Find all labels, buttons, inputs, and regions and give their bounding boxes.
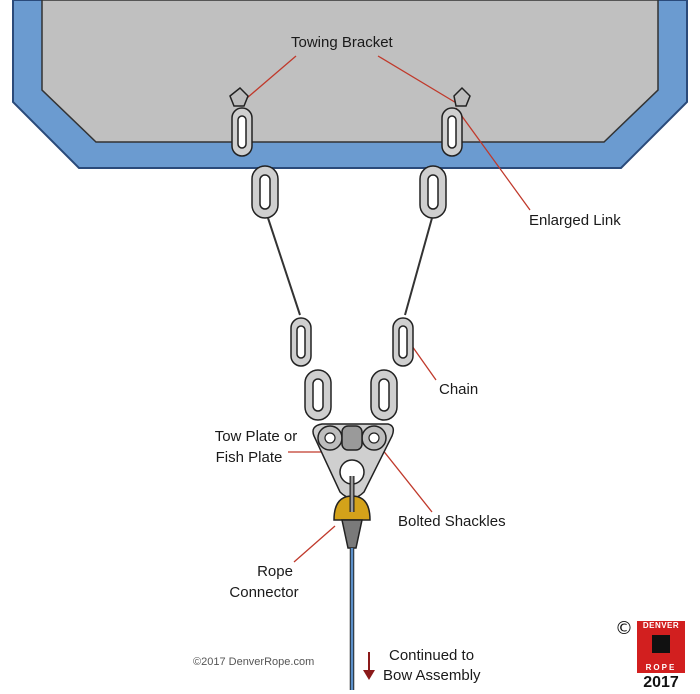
towing-bracket-right <box>453 86 471 107</box>
shackle-bolt <box>341 425 363 451</box>
chain-lower-left <box>290 317 332 421</box>
label-rope-connector: Rope Connector <box>216 563 312 601</box>
leader-lines <box>239 55 531 563</box>
down-arrow-icon <box>363 652 375 680</box>
chain-upper-left <box>231 107 279 219</box>
label-tow-plate-line2: Fish Plate <box>215 449 283 466</box>
rope-connector <box>333 476 371 549</box>
label-tow-plate-line1: Tow Plate or <box>214 428 298 445</box>
label-continued-line2: Bow Assembly <box>383 667 481 684</box>
label-rope-connector-line1: Rope <box>257 563 293 580</box>
chain-upper-right <box>419 107 463 219</box>
wire-right <box>404 217 433 316</box>
label-enlarged-link: Enlarged Link <box>529 212 621 229</box>
logo-bottom-text: ROPE <box>645 663 677 672</box>
label-rope-connector-line2: Connector <box>229 584 299 601</box>
copyright-symbol-icon: © <box>615 618 633 639</box>
label-tow-plate: Tow Plate or Fish Plate <box>206 428 306 466</box>
vessel-inner-panel <box>41 0 659 143</box>
towing-bracket-left <box>229 86 249 107</box>
logo-year: 2017 <box>643 674 679 691</box>
wire-left <box>267 217 301 316</box>
label-continued: Continued to Bow Assembly <box>383 647 481 684</box>
tow-plate <box>312 423 395 499</box>
label-towing-bracket: Towing Bracket <box>291 34 393 51</box>
logo-black-square <box>652 635 670 653</box>
label-bolted-shackles: Bolted Shackles <box>398 513 506 530</box>
logo-top-text: DENVER <box>642 621 680 630</box>
label-chain: Chain <box>439 381 479 398</box>
copyright-text: ©2017 DenverRope.com <box>193 656 315 668</box>
label-continued-line1: Continued to <box>389 647 475 664</box>
denver-rope-logo: © DENVER ROPE 2017 <box>615 618 695 694</box>
chain-lower-right <box>370 317 414 421</box>
